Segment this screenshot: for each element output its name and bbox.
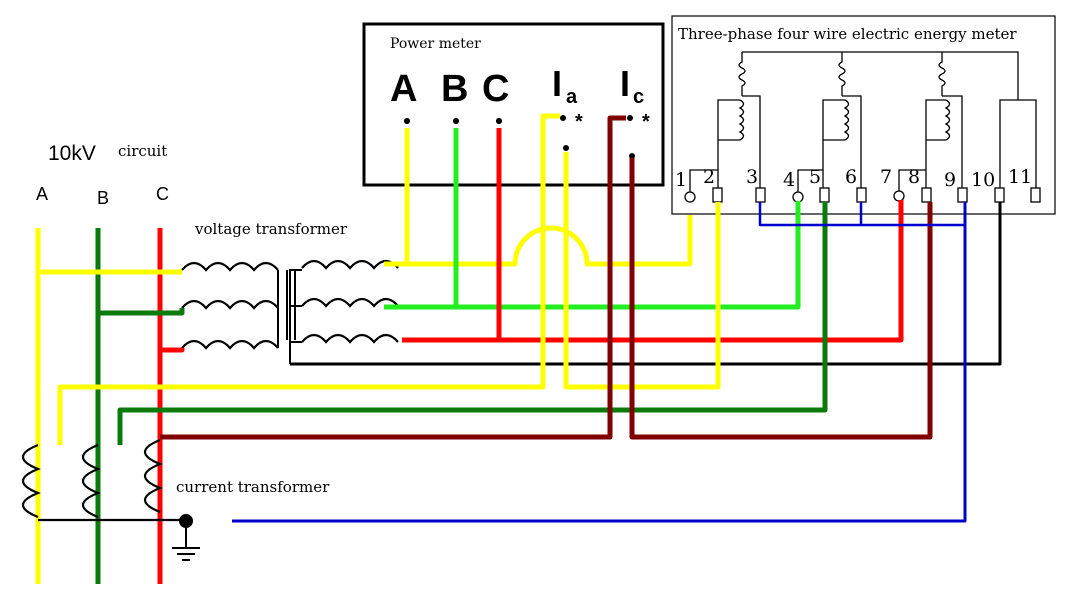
phase-a-label: A <box>36 184 48 204</box>
em-terminal-2-label: 2 <box>703 166 715 188</box>
wire-vt-b-out <box>384 201 801 310</box>
em-terminal-10 <box>994 187 1005 203</box>
phase-c-label: C <box>156 184 169 204</box>
em-terminal-1-label: 1 <box>675 169 687 191</box>
wire-ct-c-out <box>160 115 626 440</box>
circuit-kv-label: 10kV <box>48 142 96 165</box>
em-internal-elements <box>689 51 1037 192</box>
wire-ct-a-out <box>57 113 560 445</box>
em-terminal-3-label: 3 <box>746 166 758 188</box>
circuit-word-label: circuit <box>118 142 167 160</box>
em-terminal-7-label: 7 <box>880 166 892 188</box>
em-terminal-8 <box>921 187 932 203</box>
pm-ic-letter: I <box>620 63 630 104</box>
em-terminal-2 <box>712 187 723 203</box>
wire-vt-neutral <box>290 202 1002 366</box>
em-terminal-11 <box>1030 187 1041 203</box>
ground-symbol-icon <box>172 514 200 561</box>
em-terminal-6-label: 6 <box>845 166 857 188</box>
em-terminal-11-label: 11 <box>1008 166 1032 188</box>
pm-terminal-dots <box>404 115 635 159</box>
energy-meter-title: Three-phase four wire electric energy me… <box>678 25 1017 43</box>
pm-terminal-a-label: A <box>390 68 417 110</box>
wire-ground-return <box>232 202 967 523</box>
current-transformers <box>21 438 185 522</box>
em-terminal-6 <box>856 187 867 203</box>
wire-blue-link <box>758 202 965 227</box>
em-terminal-10-label: 10 <box>971 169 995 191</box>
em-terminal-9 <box>957 187 968 203</box>
em-terminal-1 <box>684 191 696 203</box>
wire-vt-a-out <box>384 215 693 267</box>
energy-meter-box <box>671 15 1056 215</box>
pm-ia-polarity-mark: * <box>575 111 583 133</box>
current-transformer-label: current transformer <box>176 478 330 496</box>
em-terminal-4 <box>792 191 804 203</box>
pm-ia-letter: I <box>552 63 562 104</box>
pm-terminal-c-label: C <box>482 68 509 110</box>
em-terminal-3 <box>755 187 766 203</box>
em-terminal-5-label: 5 <box>809 166 821 188</box>
wire-ct-c-return <box>629 158 933 440</box>
pm-ia-sub: a <box>566 86 578 108</box>
voltage-transformer-label: voltage transformer <box>194 220 348 238</box>
phase-b-label: B <box>97 188 109 208</box>
power-meter-box <box>362 22 665 187</box>
power-meter-title: Power meter <box>390 36 481 52</box>
wire-b-to-vt <box>98 308 185 316</box>
wires <box>38 113 1002 523</box>
voltage-transformer: voltage transformer <box>181 220 399 364</box>
em-terminal-8-label: 8 <box>908 166 920 188</box>
pm-ic-sub: c <box>633 86 644 108</box>
pm-terminal-b-label: B <box>441 68 468 110</box>
pm-ic-polarity-mark: * <box>642 111 650 133</box>
em-terminal-4-label: 4 <box>783 169 795 191</box>
em-terminal-5 <box>819 187 830 203</box>
wire-ct-b-out <box>117 202 828 445</box>
wire-ct-a-return <box>563 152 721 390</box>
em-terminal-9-label: 9 <box>944 169 956 191</box>
em-terminal-7 <box>893 190 905 202</box>
em-terminal-numbers: 1 2 3 4 5 6 7 8 9 10 11 <box>675 166 1032 191</box>
wire-c-to-vt <box>160 347 185 353</box>
